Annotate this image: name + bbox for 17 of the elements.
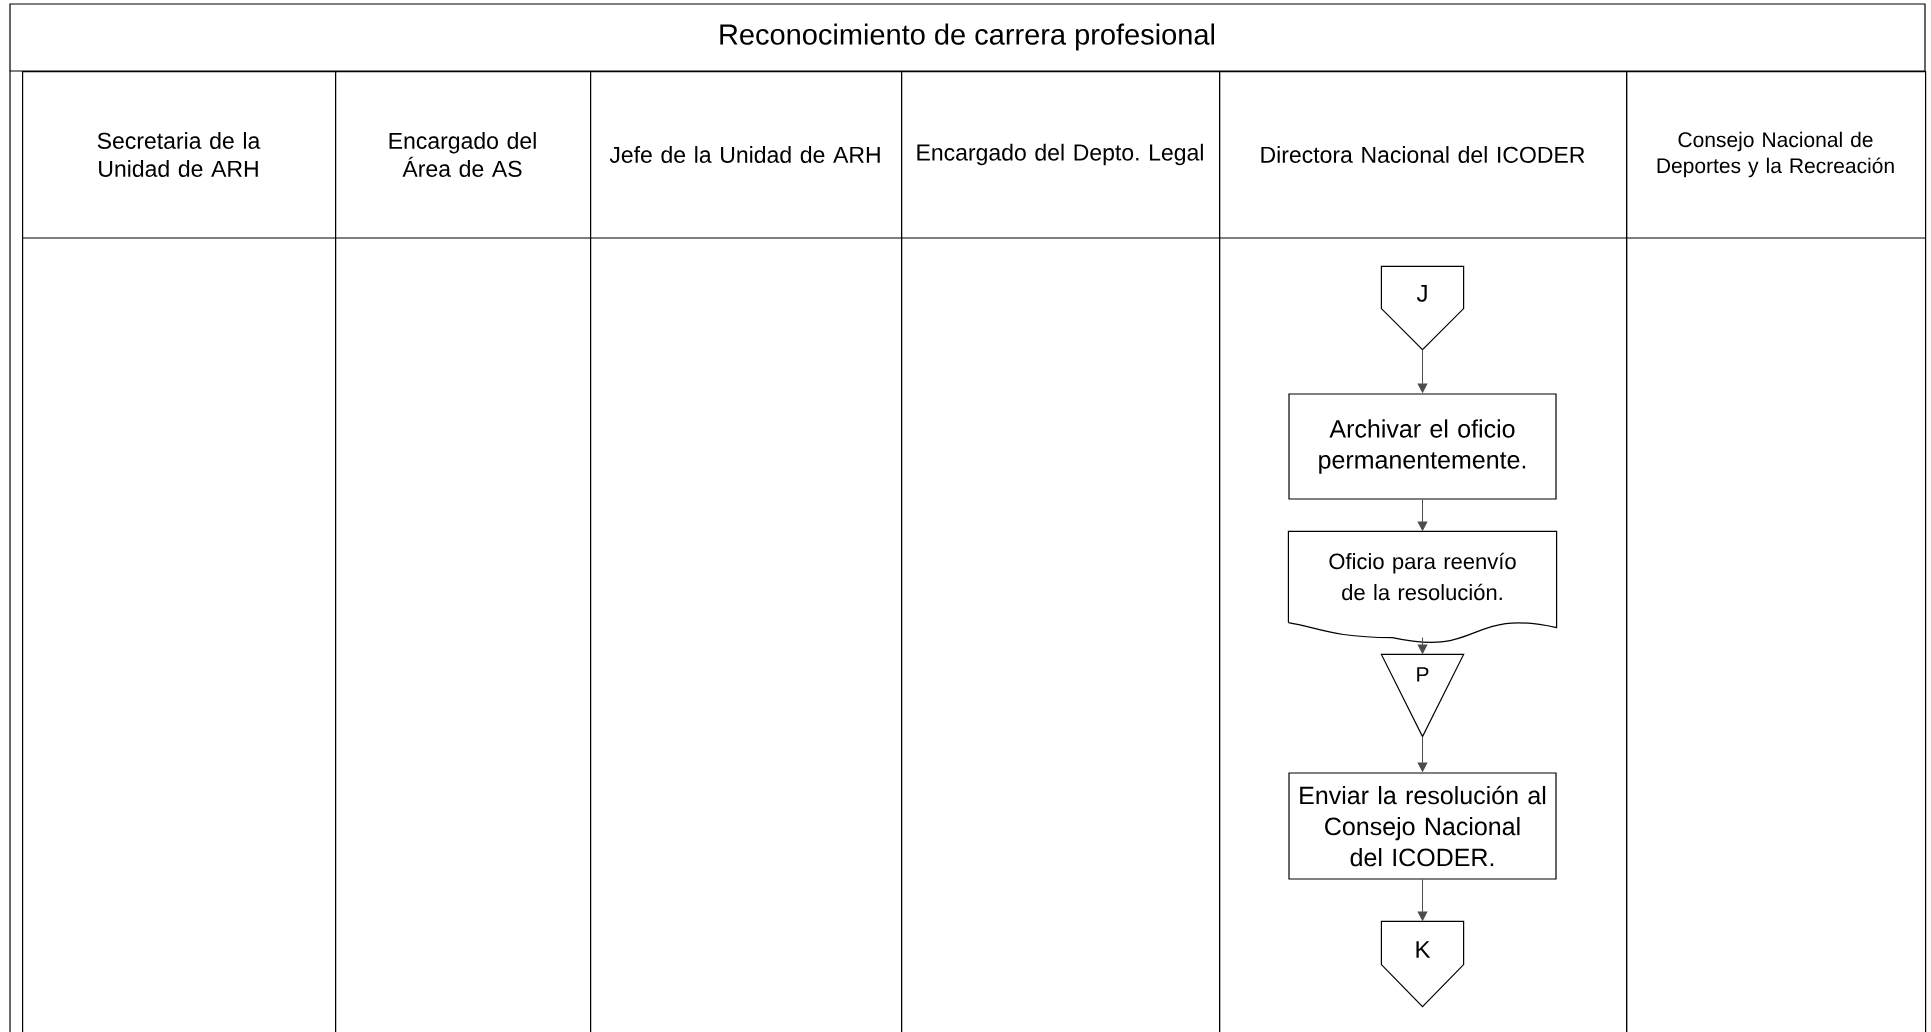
document-shape: Oficio para reenvío de la resolución. — [1287, 530, 1558, 643]
arrow — [1417, 499, 1428, 531]
merge-triangle: P — [1380, 653, 1465, 738]
arrow — [1417, 879, 1428, 921]
swimlane: Encargado del Área de AS — [334, 71, 592, 1032]
swimlane: Consejo Nacional de Deportes y la Recreación — [1625, 71, 1927, 1032]
process-box: Enviar la resolución al Consejo Nacional del ICODER. — [1288, 772, 1557, 880]
arrow — [1417, 736, 1428, 772]
offpage-connector: J — [1380, 265, 1465, 351]
offpage-connector: K — [1380, 920, 1465, 1008]
title-box: Reconocimiento de carrera profesional — [9, 3, 1926, 72]
arrow — [1417, 349, 1428, 393]
swimlane: Jefe de la Unidad de ARH — [589, 71, 903, 1032]
arrow — [1417, 637, 1428, 654]
swimlane: Secretaria de la Unidad de ARH — [21, 71, 337, 1032]
swimlane: Encargado del Depto. Legal — [900, 71, 1221, 1032]
process-box: Archivar el oficio permanentemente. — [1288, 393, 1557, 500]
